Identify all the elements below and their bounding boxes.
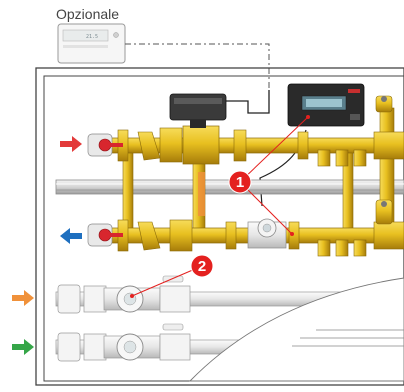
cutaway-panel	[188, 277, 404, 382]
optional-label: Opzionale	[56, 6, 120, 22]
callout-2-badge	[190, 254, 214, 278]
callout-1-badge	[228, 170, 252, 194]
callout-1-leader	[239, 181, 293, 235]
return-manifold	[87, 199, 404, 257]
display-controller	[287, 83, 365, 127]
callout-2-leader	[131, 265, 203, 297]
callout-2: 2	[130, 254, 214, 298]
arrow-right-green-icon	[12, 339, 34, 355]
callout-1-leader	[239, 116, 309, 183]
arrow-left-blue-icon	[60, 228, 82, 244]
arrow-right-red-icon	[60, 136, 82, 152]
arrow-right-orange-icon	[12, 290, 34, 306]
thermostat-display-text: 21.5	[86, 34, 98, 40]
callout-1: 1	[228, 115, 310, 236]
callout-1-number: 1	[236, 174, 244, 191]
mixing-valve-actuator	[169, 93, 227, 128]
callout-2-number: 2	[198, 258, 206, 275]
supply-manifold	[87, 95, 404, 167]
optional-thermostat: 21.5	[57, 23, 126, 64]
actuator-cable	[226, 90, 270, 114]
optional-connection-line	[125, 43, 270, 92]
